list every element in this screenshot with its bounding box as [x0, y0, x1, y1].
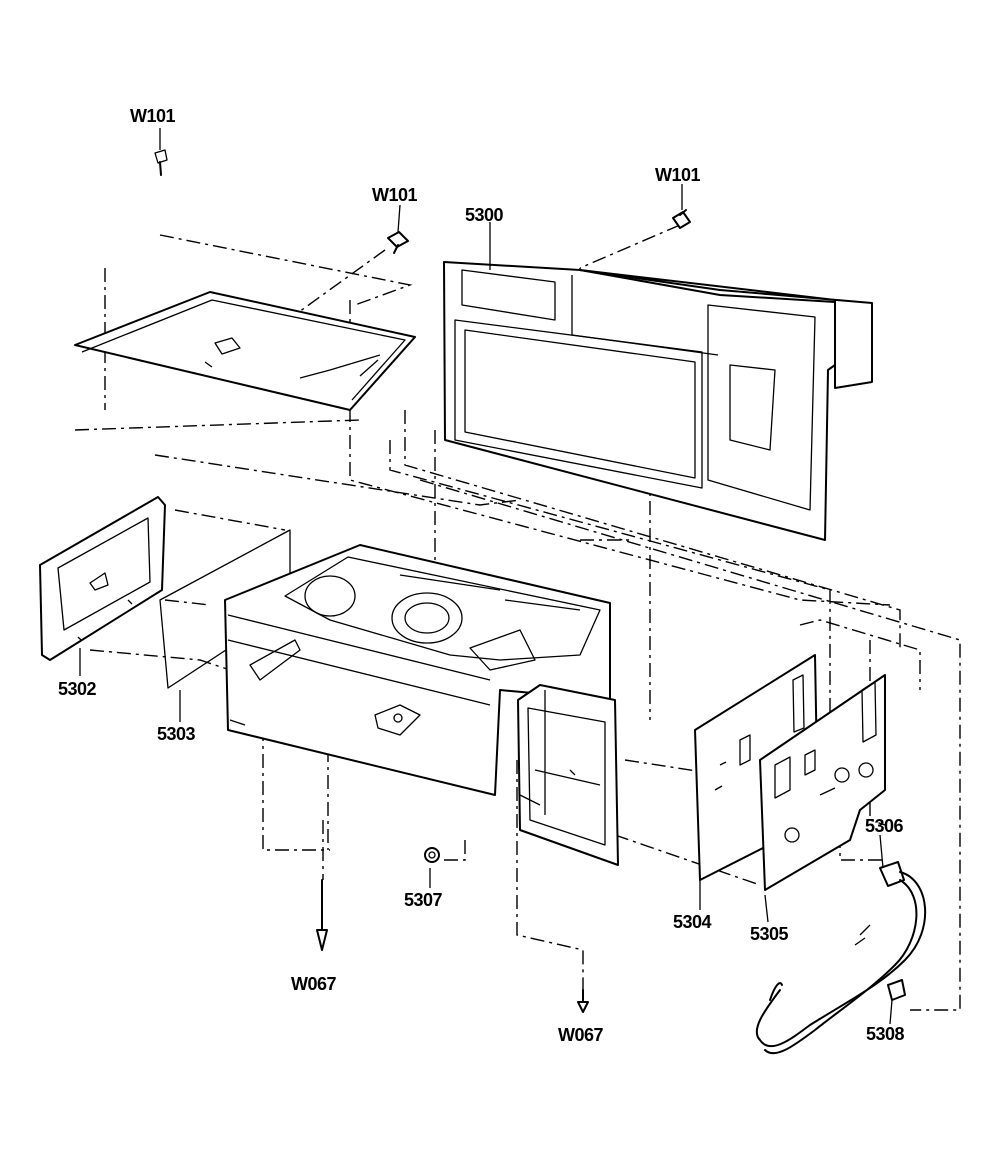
- screw-w101-center-icon: [387, 231, 409, 254]
- label-w101-left: W101: [130, 106, 176, 126]
- label-w067-right: W067: [558, 1025, 604, 1045]
- top-cover-panel: [74, 291, 416, 411]
- label-w067-left: W067: [291, 974, 337, 994]
- screw-w101-left-icon: [154, 149, 168, 176]
- power-cord-5308: [755, 861, 926, 1055]
- label-5304: 5304: [673, 912, 712, 932]
- leader-lines: [79, 128, 893, 1025]
- plate-5305: [759, 674, 886, 891]
- main-cavity: [224, 544, 611, 796]
- label-5305: 5305: [750, 924, 789, 944]
- screw-w067-left-icon: [316, 879, 328, 951]
- label-5307: 5307: [404, 890, 443, 910]
- front-frame: [517, 684, 619, 866]
- back-panel-5300: [443, 261, 873, 541]
- part-labels: W101 W101 W101 5300 5302 5303 5304 5305 …: [58, 106, 905, 1045]
- side-panel-5302: [39, 496, 166, 661]
- screw-w101-right-icon: [672, 209, 691, 229]
- label-5306: 5306: [865, 816, 904, 836]
- label-w101-right: W101: [655, 165, 701, 185]
- label-5302: 5302: [58, 679, 97, 699]
- label-w101-center: W101: [372, 185, 418, 205]
- label-5308: 5308: [866, 1024, 905, 1044]
- label-5303: 5303: [157, 724, 196, 744]
- nut-5307-icon: [424, 847, 440, 863]
- screw-w067-right-icon: [577, 989, 589, 1013]
- label-5300: 5300: [465, 205, 504, 225]
